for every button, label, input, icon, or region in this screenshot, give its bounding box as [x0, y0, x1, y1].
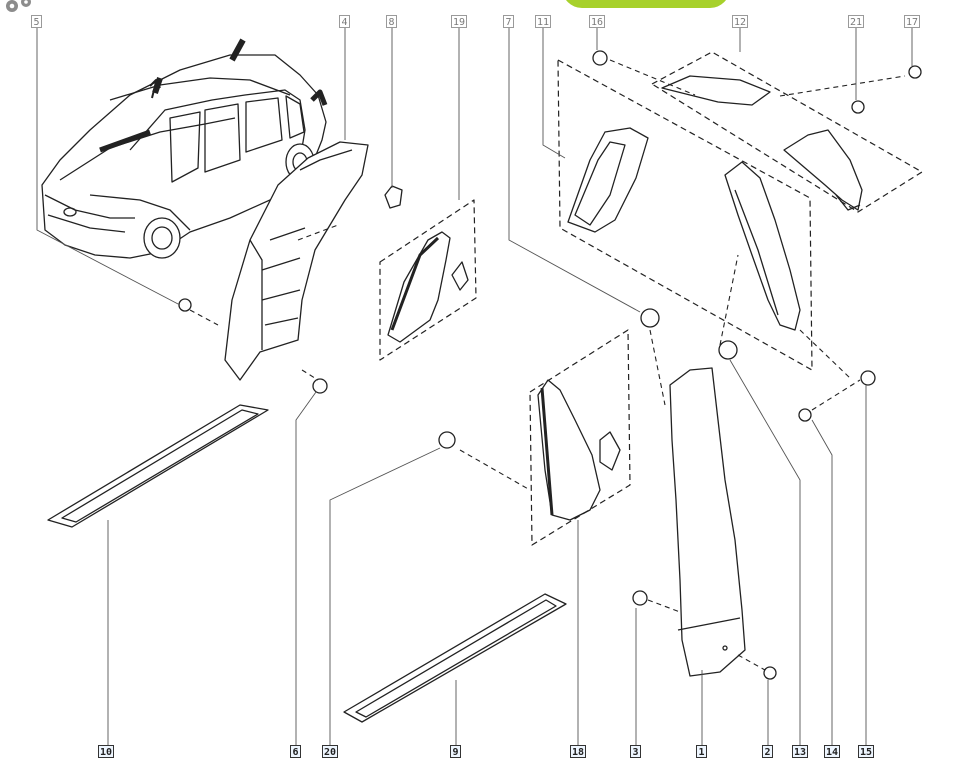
- callout-21[interactable]: 21: [848, 15, 865, 28]
- part-1-pillar-trim: [669, 367, 746, 677]
- callout-18[interactable]: 18: [570, 745, 587, 758]
- callout-9[interactable]: 9: [450, 745, 461, 758]
- callout-16[interactable]: 16: [589, 15, 606, 28]
- part-9-sill-plate: [343, 593, 567, 723]
- callout-17[interactable]: 17: [904, 15, 921, 28]
- part-4-pillar-trim: [224, 141, 369, 381]
- callout-3[interactable]: 3: [630, 745, 641, 758]
- callout-15[interactable]: 15: [858, 745, 875, 758]
- callout-20[interactable]: 20: [322, 745, 339, 758]
- assembly-arrows: [189, 59, 906, 671]
- callout-10[interactable]: 10: [98, 745, 115, 758]
- dashed-groups: [379, 51, 923, 546]
- callout-13[interactable]: 13: [792, 745, 809, 758]
- fasteners: [178, 50, 922, 680]
- header-badge[interactable]: [562, 0, 730, 8]
- leader-lines: [36, 28, 913, 745]
- callout-12[interactable]: 12: [732, 15, 749, 28]
- part-12-covers: [661, 75, 863, 211]
- callout-14[interactable]: 14: [824, 745, 841, 758]
- callout-7[interactable]: 7: [503, 15, 514, 28]
- part-long-trim: [724, 161, 801, 331]
- gear-icon[interactable]: [2, 0, 46, 18]
- callout-2[interactable]: 2: [762, 745, 773, 758]
- part-11-trim: [567, 127, 649, 233]
- callout-11[interactable]: 11: [535, 15, 552, 28]
- part-18-quarter-trim: [537, 379, 621, 521]
- callout-5[interactable]: 5: [31, 15, 42, 28]
- callout-8[interactable]: 8: [386, 15, 397, 28]
- callout-19[interactable]: 19: [451, 15, 468, 28]
- callout-4[interactable]: 4: [339, 15, 350, 28]
- part-10-sill-plate: [47, 404, 269, 528]
- part-19-window-trim: [387, 231, 469, 343]
- callout-6[interactable]: 6: [290, 745, 301, 758]
- callout-1[interactable]: 1: [696, 745, 707, 758]
